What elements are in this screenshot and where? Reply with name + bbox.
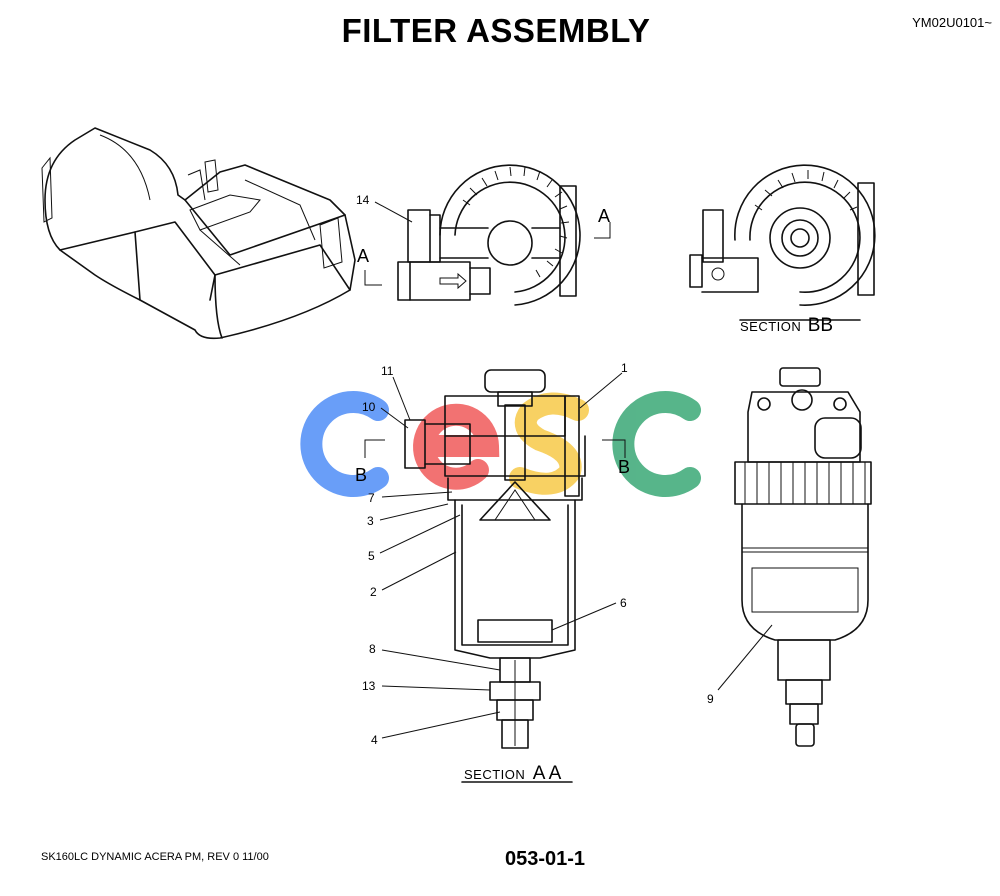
view-marker-a-left: A [357,246,369,266]
part-label-6: 6 [620,596,627,610]
footer-model-revision: SK160LC DYNAMIC ACERA PM, REV 0 11/00 [41,851,269,863]
leader-2 [381,551,457,591]
leader-5 [379,514,461,554]
part-label-11: 11 [381,364,394,378]
page-title: FILTER ASSEMBLY [341,12,651,49]
view-marker-b-left: B [355,465,367,485]
watermark-blue-c [300,391,389,497]
part-label-9: 9 [707,692,714,706]
part-label-7: 7 [368,491,375,505]
watermark-logo [300,391,701,497]
leader-3 [379,503,449,521]
machine-overview-drawing [41,127,356,340]
section-bb-drawing [689,164,876,321]
filter-top-view-drawing [364,164,611,306]
leader-1 [579,372,623,409]
view-marker-b-right: B [618,457,630,477]
watermark-green-c [612,391,701,497]
leader-7 [381,491,453,498]
section-aa-word: SECTION [464,767,525,782]
view-marker-a-right: A [598,206,610,226]
section-aa-letters: A A [533,763,562,784]
watermark-red-e [413,403,500,490]
part-label-2: 2 [370,585,377,599]
leader-8 [381,649,501,671]
watermark-yellow-s [509,392,589,495]
leader-lines [374,201,773,739]
section-bb-word: SECTION [740,319,801,334]
part-label-4: 4 [371,733,378,747]
part-label-5: 5 [368,549,375,563]
part-label-14: 14 [356,193,370,207]
section-aa-title: SECTION A A [464,763,562,784]
leader-10 [380,407,409,429]
filter-external-view-drawing [734,367,872,747]
page-number: 053-01-1 [505,848,586,870]
part-label-10: 10 [362,400,376,414]
part-label-13: 13 [362,679,376,693]
part-label-3: 3 [367,514,374,528]
section-bb-letters: BB [808,315,833,336]
leader-9 [717,624,773,691]
leader-13 [381,685,491,691]
section-bb-title: SECTION BB [740,315,833,336]
leader-14 [374,201,413,223]
part-label-8: 8 [369,642,376,656]
part-label-1: 1 [621,361,628,375]
section-aa-drawing [364,369,626,783]
serial-range: YM02U0101~ [912,15,992,30]
leader-11 [392,376,411,421]
leader-4 [381,711,501,739]
leader-6 [551,602,617,631]
